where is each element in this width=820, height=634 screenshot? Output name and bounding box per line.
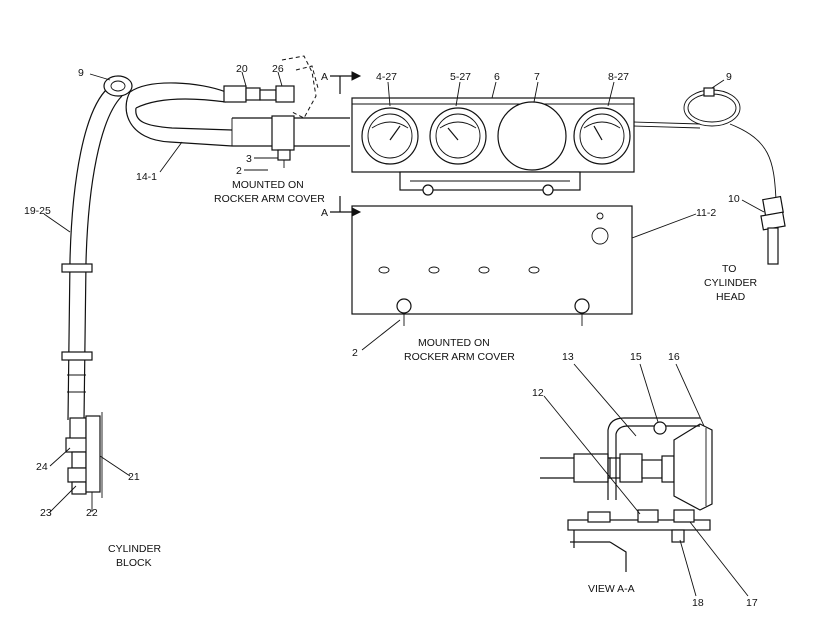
gauge-4 — [361, 107, 419, 165]
gauge-7 — [497, 101, 567, 171]
callout-4-27: 4-27 — [376, 71, 397, 83]
callouts: 9 20 26 4-27 5-27 6 7 8-27 9 14-1 2 3 19… — [24, 63, 758, 609]
callout-13: 13 — [562, 351, 574, 363]
callout-15: 15 — [630, 351, 642, 363]
callout-24: 24 — [36, 461, 48, 473]
capillary-line — [633, 87, 777, 201]
callout-19-25: 19-25 — [24, 205, 51, 217]
section-letter-bottom: A — [321, 207, 328, 219]
callout-22: 22 — [86, 507, 98, 519]
callout-23: 23 — [40, 507, 52, 519]
callout-11-2: 11-2 — [696, 207, 716, 219]
block-plate-22 — [85, 415, 101, 493]
callout-14-1: 14-1 — [136, 171, 157, 183]
gauge-5 — [429, 107, 487, 165]
callout-26: 26 — [272, 63, 284, 75]
callout-3: 3 — [246, 153, 252, 165]
note-to-cyl-head-1: TO — [722, 263, 736, 275]
leader-lines — [43, 71, 765, 597]
note-view-a-a: VIEW A-A — [588, 583, 635, 595]
callout-8-27: 8-27 — [608, 71, 629, 83]
gauge-body-16 — [673, 423, 713, 511]
callout-7: 7 — [534, 71, 540, 83]
callout-18: 18 — [692, 597, 704, 609]
clamp-3 — [271, 115, 295, 168]
cylinder-block-fittings — [65, 412, 103, 498]
callout-10: 10 — [728, 193, 740, 205]
notes: MOUNTED ON ROCKER ARM COVER MOUNTED ON R… — [108, 179, 758, 595]
callout-2-top: 2 — [236, 165, 242, 177]
section-marker-bottom — [330, 196, 362, 217]
note-mounted-top-2: ROCKER ARM COVER — [214, 193, 325, 205]
cover-11-2 — [351, 205, 633, 326]
callout-17: 17 — [746, 597, 758, 609]
note-mounted-bottom-1: MOUNTED ON — [418, 337, 490, 349]
callout-9-right: 9 — [726, 71, 732, 83]
note-mounted-top-1: MOUNTED ON — [232, 179, 304, 191]
tube-clip-upper — [61, 263, 93, 273]
tube-19-25 — [61, 87, 123, 421]
fitting-9-right — [703, 87, 715, 97]
note-mounted-bottom-2: ROCKER ARM COVER — [404, 351, 515, 363]
note-to-cyl-head-2: CYLINDER — [704, 277, 758, 289]
bulb-10 — [760, 195, 786, 265]
callout-16: 16 — [668, 351, 680, 363]
callout-2-bottom: 2 — [352, 347, 358, 359]
note-cyl-block-1: CYLINDER — [108, 543, 162, 555]
section-letter-top: A — [321, 71, 328, 83]
note-to-cyl-head-3: HEAD — [716, 291, 746, 303]
fittings-20-26 — [223, 55, 319, 119]
view-a-a-detail — [540, 417, 713, 572]
note-cyl-block-2: BLOCK — [116, 557, 152, 569]
callout-21: 21 — [128, 471, 140, 483]
callout-6: 6 — [494, 71, 500, 83]
callout-20: 20 — [236, 63, 248, 75]
tube-clip-lower — [61, 351, 93, 361]
callout-12: 12 — [532, 387, 544, 399]
callout-5-27: 5-27 — [450, 71, 471, 83]
fitting-9-top-left — [103, 75, 133, 97]
section-marker-top — [330, 71, 362, 94]
gauge-8 — [573, 107, 631, 165]
callout-9-top-left: 9 — [78, 67, 84, 79]
